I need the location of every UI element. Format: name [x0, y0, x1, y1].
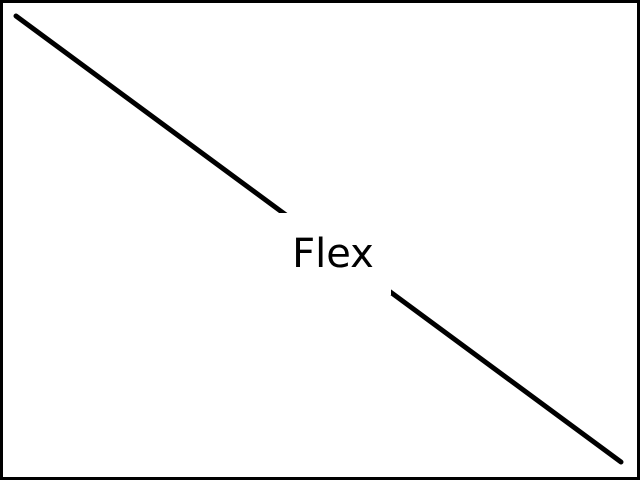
label-background: Flex: [275, 213, 391, 295]
diagram-label: Flex: [292, 231, 374, 277]
